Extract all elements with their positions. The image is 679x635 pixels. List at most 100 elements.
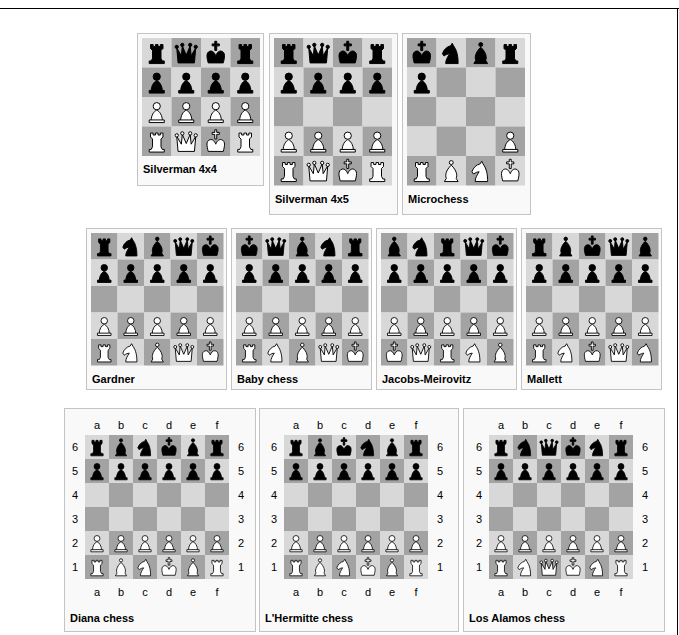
board-square (537, 483, 561, 507)
board-square (144, 339, 171, 366)
board-coordinate: d (360, 585, 376, 599)
board-square (109, 507, 133, 531)
board-square (316, 233, 343, 260)
chess-piece (609, 238, 629, 256)
board-coordinate: f (613, 585, 629, 599)
board-square (356, 507, 380, 531)
board-coordinate: e (185, 418, 201, 432)
variant-panel: Gardner (86, 228, 227, 390)
board-coordinate: 4 (266, 488, 282, 502)
board-square (142, 127, 172, 157)
board-square (181, 555, 205, 579)
board-square (461, 286, 488, 313)
chess-piece (362, 464, 374, 480)
board-square (461, 339, 488, 366)
board-square (157, 435, 181, 459)
chess-piece (362, 536, 374, 552)
board-square (381, 260, 408, 287)
chess-piece (314, 559, 325, 576)
chess-piece (115, 536, 127, 552)
chess-piece (268, 344, 282, 362)
board-coordinate: 5 (266, 464, 282, 478)
board-square (308, 507, 332, 531)
board-coordinate: 4 (471, 488, 487, 502)
board-square (144, 313, 171, 340)
chess-piece (361, 439, 374, 456)
variant-panel: Baby chess (231, 228, 372, 390)
chess-piece (238, 133, 253, 152)
chess-piece (591, 464, 603, 480)
chess-piece (340, 73, 355, 93)
chess-piece (494, 343, 506, 362)
board-square (553, 260, 580, 287)
chess-piece (467, 318, 481, 336)
board-square (197, 313, 224, 340)
chess-piece (296, 237, 308, 256)
chess-piece (495, 560, 507, 575)
chess-piece (414, 265, 428, 283)
chess-piece (149, 133, 164, 152)
board-square (526, 313, 553, 340)
board-square (333, 68, 363, 98)
board-coordinate: b (517, 585, 533, 599)
board-square (609, 483, 633, 507)
board-square (201, 68, 231, 98)
board-square (205, 435, 229, 459)
board-square (489, 555, 513, 579)
board-square (461, 233, 488, 260)
board-square (144, 260, 171, 287)
variant-panel: L'Hermitte chessaabbccddeeff665544332211 (259, 408, 459, 632)
board-square (133, 483, 157, 507)
board-coordinate: 6 (432, 440, 448, 454)
board-square (513, 507, 537, 531)
chess-piece (386, 559, 397, 576)
board-square (289, 339, 316, 366)
board-square (434, 339, 461, 366)
board-square (356, 435, 380, 459)
chess-piece (211, 560, 223, 575)
board-coordinate: 6 (67, 440, 83, 454)
board-square (561, 507, 585, 531)
chess-piece (615, 560, 627, 575)
board-coordinate: 5 (233, 464, 249, 478)
board-coordinate: a (288, 418, 304, 432)
chess-piece (307, 43, 329, 63)
chess-piece (162, 558, 176, 576)
board-square (526, 260, 553, 287)
board-square (308, 531, 332, 555)
board-square (489, 483, 513, 507)
board-square (308, 435, 332, 459)
board-square (316, 313, 343, 340)
board-square (289, 313, 316, 340)
chess-piece (532, 239, 546, 256)
board-coordinate: 2 (471, 536, 487, 550)
chess-piece (314, 464, 326, 480)
board-square (489, 435, 513, 459)
board-square (342, 286, 369, 313)
board-square (526, 286, 553, 313)
board-square (332, 507, 356, 531)
board-square (332, 435, 356, 459)
board-coordinate: 4 (637, 488, 653, 502)
board-square (487, 233, 514, 260)
board-square (118, 260, 145, 287)
chess-board (142, 38, 260, 156)
board-coordinate: c (541, 585, 557, 599)
chess-piece (518, 559, 531, 576)
board-square (171, 313, 198, 340)
board-square (316, 260, 343, 287)
chess-piece (202, 236, 218, 255)
board-square (284, 531, 308, 555)
board-square (205, 459, 229, 483)
board-coordinate: f (408, 585, 424, 599)
board-square (157, 507, 181, 531)
board-coordinate: 2 (266, 536, 282, 550)
board-coordinate: f (408, 418, 424, 432)
chess-board (236, 233, 369, 366)
board-coordinate: a (288, 585, 304, 599)
chess-piece (174, 238, 194, 256)
board-square (118, 313, 145, 340)
board-coordinate: c (541, 418, 557, 432)
board-square (407, 68, 437, 98)
chess-piece (584, 236, 600, 255)
